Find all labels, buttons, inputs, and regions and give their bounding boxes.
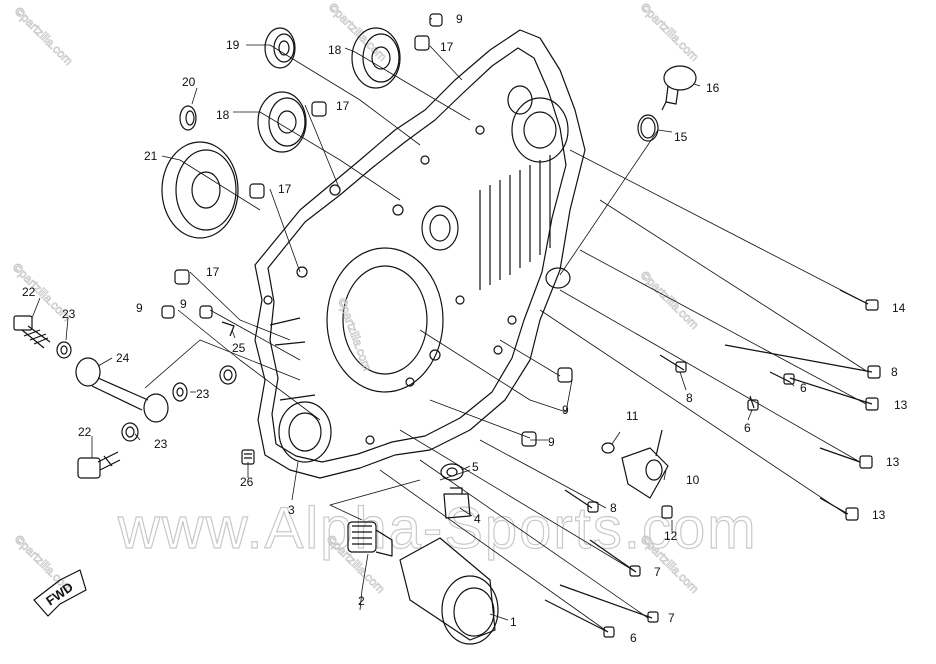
callout-21: 21 bbox=[144, 149, 158, 163]
callout-19: 19 bbox=[226, 38, 240, 52]
bearing-18-lower bbox=[257, 91, 307, 153]
callout-2: 2 bbox=[358, 594, 365, 608]
callout-9b: 9 bbox=[136, 301, 143, 315]
callout-17a: 17 bbox=[440, 40, 454, 54]
clip-25 bbox=[221, 321, 235, 337]
callout-20: 20 bbox=[182, 75, 196, 89]
washer-23-mid bbox=[172, 365, 237, 402]
callout-23c: 23 bbox=[154, 437, 168, 451]
bearing-21 bbox=[161, 141, 239, 239]
oil-line-24 bbox=[75, 357, 169, 423]
callout-17d: 17 bbox=[206, 265, 220, 279]
callout-17b: 17 bbox=[336, 99, 350, 113]
callout-15: 15 bbox=[674, 130, 688, 144]
sensor-10 bbox=[621, 429, 669, 499]
plug-16 bbox=[661, 65, 697, 111]
callout-labels: 1 2 3 4 5 6 6 6 7 7 8 8 8 9 9 9 9 9 10 1… bbox=[22, 12, 908, 645]
callout-18b: 18 bbox=[328, 43, 342, 57]
long-bolts bbox=[544, 289, 881, 638]
callout-6b: 6 bbox=[744, 421, 751, 435]
fitting-2 bbox=[347, 521, 393, 557]
corner-watermark-tr: ©partzilla.com bbox=[638, 0, 702, 64]
callout-8b: 8 bbox=[686, 391, 693, 405]
plug-4 bbox=[443, 487, 471, 519]
bearing-18-upper bbox=[351, 27, 401, 89]
bolt-26 bbox=[241, 449, 255, 465]
callout-9a: 9 bbox=[456, 12, 463, 26]
callout-5: 5 bbox=[472, 460, 479, 474]
callout-24: 24 bbox=[116, 351, 130, 365]
center-watermark: ©partzilla.com bbox=[335, 296, 374, 372]
callout-6c: 6 bbox=[630, 631, 637, 645]
leader-lines bbox=[31, 17, 869, 633]
fwd-arrow bbox=[33, 569, 87, 617]
o-ring-11 bbox=[601, 442, 615, 454]
callout-25: 25 bbox=[232, 341, 246, 355]
callout-8a: 8 bbox=[891, 365, 898, 379]
callout-16: 16 bbox=[706, 81, 720, 95]
callout-26: 26 bbox=[240, 475, 254, 489]
crankcase-housing bbox=[254, 29, 586, 479]
callout-14: 14 bbox=[892, 301, 906, 315]
bearing-19 bbox=[264, 27, 296, 69]
callout-9e: 9 bbox=[548, 435, 555, 449]
callout-13a: 13 bbox=[894, 398, 908, 412]
callout-17c: 17 bbox=[278, 182, 292, 196]
callout-23b: 23 bbox=[196, 387, 210, 401]
callout-10: 10 bbox=[686, 473, 700, 487]
callout-18a: 18 bbox=[216, 108, 230, 122]
callout-6a: 6 bbox=[800, 381, 807, 395]
washer-23-lower bbox=[121, 422, 139, 442]
seal-20 bbox=[179, 105, 197, 131]
callout-7b: 7 bbox=[668, 611, 675, 625]
banjo-bolt-22-lower bbox=[77, 451, 121, 479]
corner-watermark-tl: ©partzilla.com bbox=[12, 4, 76, 68]
callout-13b: 13 bbox=[886, 455, 900, 469]
banjo-bolt-22-upper bbox=[13, 315, 51, 349]
callout-4: 4 bbox=[474, 512, 481, 526]
oil-filter-1 bbox=[399, 537, 499, 645]
site-watermark: www.Alpha-Sports.com bbox=[117, 496, 758, 561]
callout-13c: 13 bbox=[872, 508, 886, 522]
callout-23a: 23 bbox=[62, 307, 76, 321]
washer-23-upper bbox=[56, 341, 72, 359]
washer-5 bbox=[440, 463, 464, 481]
callout-22a: 22 bbox=[22, 285, 36, 299]
callout-12: 12 bbox=[664, 529, 678, 543]
callout-9c: 9 bbox=[180, 297, 187, 311]
callout-11: 11 bbox=[626, 409, 639, 423]
corner-watermark-r: ©partzilla.com bbox=[638, 268, 702, 332]
callout-22b: 22 bbox=[78, 425, 92, 439]
callout-1: 1 bbox=[510, 615, 517, 629]
o-ring-15 bbox=[637, 114, 659, 142]
bolt-12 bbox=[661, 505, 673, 519]
callout-3: 3 bbox=[288, 503, 295, 517]
callout-7a: 7 bbox=[654, 565, 661, 579]
callout-9d: 9 bbox=[562, 403, 569, 417]
callout-8c: 8 bbox=[610, 501, 617, 515]
